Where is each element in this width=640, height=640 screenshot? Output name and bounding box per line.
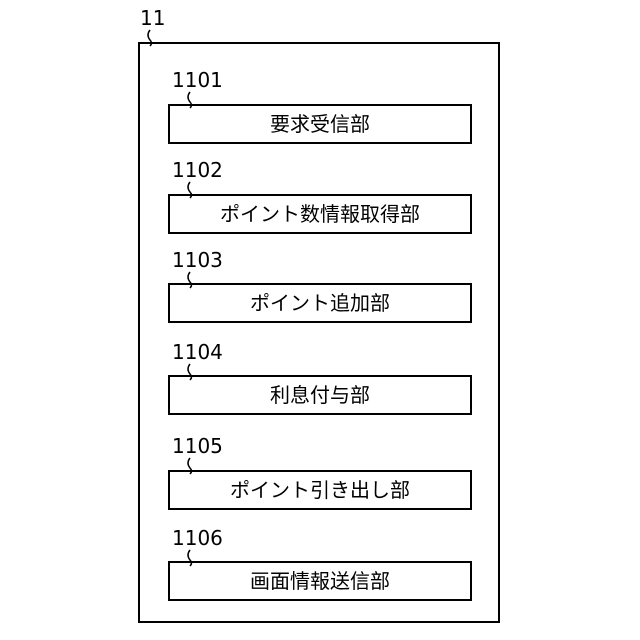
unit-box-request-receiving: 要求受信部 [168,104,472,144]
unit-ref-1104: 1104 [172,340,223,364]
unit-box-point-withdrawal: ポイント引き出し部 [168,470,472,510]
outer-block-label: 11 [140,6,165,30]
unit-name: ポイント追加部 [250,291,390,315]
unit-box-screen-info-transmission: 画面情報送信部 [168,561,472,601]
unit-box-interest-granting: 利息付与部 [168,375,472,415]
unit-ref-1105: 1105 [172,434,223,458]
unit-name: 画面情報送信部 [250,569,390,593]
unit-name: 利息付与部 [270,383,370,407]
unit-ref-1106: 1106 [172,526,223,550]
unit-box-point-addition: ポイント追加部 [168,283,472,323]
unit-ref-1102: 1102 [172,158,223,182]
unit-name: 要求受信部 [270,112,370,136]
unit-name: ポイント引き出し部 [230,478,410,502]
unit-ref-1101: 1101 [172,68,223,92]
unit-ref-1103: 1103 [172,248,223,272]
unit-box-point-count-acquisition: ポイント数情報取得部 [168,194,472,234]
unit-name: ポイント数情報取得部 [220,202,420,226]
